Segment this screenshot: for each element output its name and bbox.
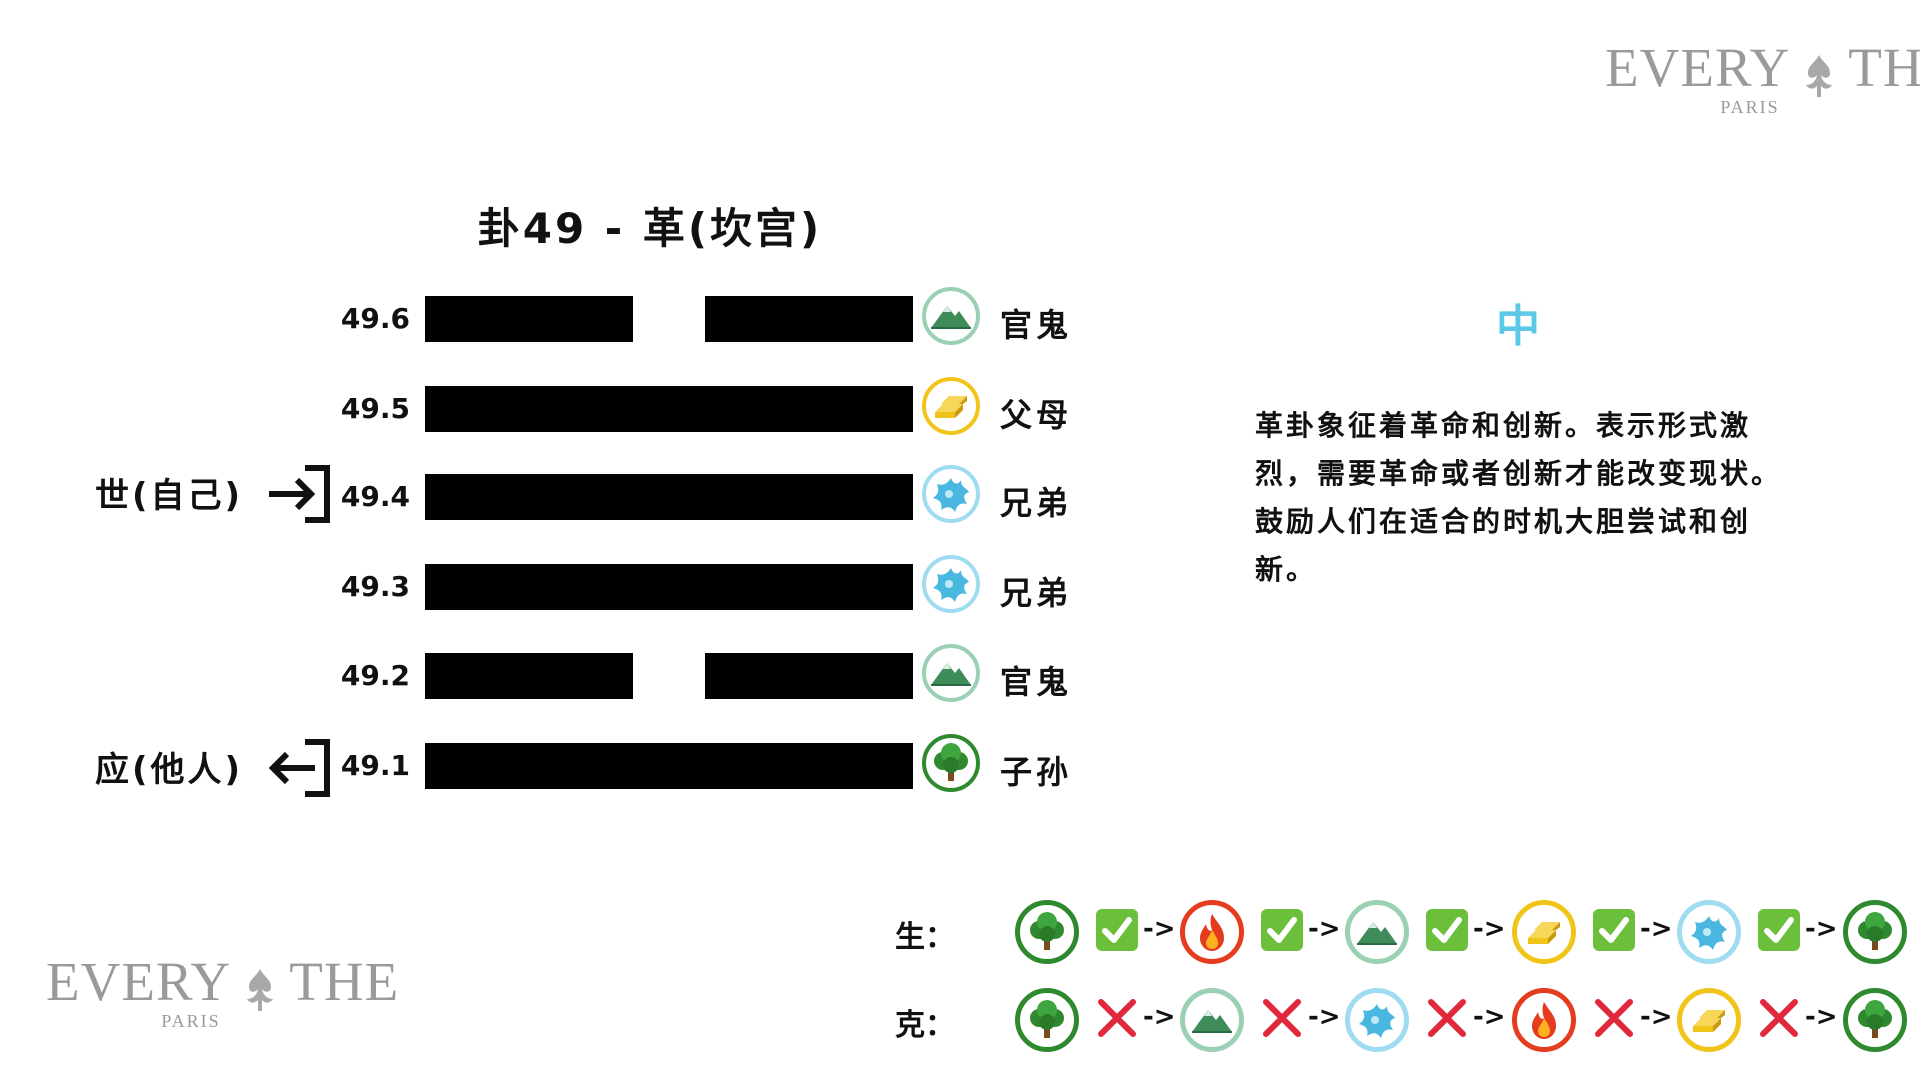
cycle-fire-icon bbox=[1512, 988, 1576, 1052]
cycle-fire-icon bbox=[1180, 900, 1244, 964]
line-relation: 官鬼 bbox=[1000, 663, 1073, 701]
cycle-wood-tree-icon bbox=[1843, 900, 1907, 964]
line-relation: 兄弟 bbox=[1000, 484, 1073, 522]
earth-mountain-icon bbox=[1345, 900, 1409, 964]
hexagram-line: 49.6 官鬼 bbox=[0, 287, 1920, 345]
ke-label: 克： bbox=[895, 1008, 955, 1043]
line-number: 49.4 bbox=[340, 480, 410, 513]
cycle-arrow: -> bbox=[1308, 1002, 1341, 1032]
line-number: 49.2 bbox=[340, 659, 410, 692]
wood-tree-icon bbox=[1843, 988, 1907, 1052]
cycle-wood-tree-icon bbox=[1015, 988, 1079, 1052]
check-mark-icon bbox=[1592, 908, 1636, 952]
check-mark-icon bbox=[1425, 908, 1469, 952]
water-splash-icon bbox=[922, 555, 980, 613]
water-splash-icon bbox=[1677, 900, 1741, 964]
logo-word-right: THE bbox=[1848, 37, 1920, 98]
fleur-emblem-icon bbox=[247, 968, 274, 1011]
line-relation: 兄弟 bbox=[1000, 574, 1073, 612]
water-splash-icon bbox=[922, 465, 980, 523]
hexagram-description: 革卦象征着革命和创新。表示形式激烈，需要革命或者创新才能改变现状。鼓励人们在适合… bbox=[1255, 409, 1783, 586]
cycle-metal-gold-icon bbox=[1677, 988, 1741, 1052]
earth-mountain-icon bbox=[1180, 988, 1244, 1052]
hexagram-line: 49.1 子孙 bbox=[0, 734, 1920, 792]
line-number: 49.6 bbox=[340, 302, 410, 335]
yang-line-bar bbox=[425, 474, 913, 520]
cycle-metal-gold-icon bbox=[1512, 900, 1576, 964]
cycle-arrow: -> bbox=[1473, 914, 1506, 944]
cross-mark-icon bbox=[1095, 996, 1139, 1040]
cross-mark-icon bbox=[1260, 996, 1304, 1040]
fortune-label: 中 bbox=[1496, 301, 1540, 352]
yang-line-bar bbox=[425, 386, 913, 432]
yang-line-bar bbox=[425, 743, 913, 789]
cycle-arrow: -> bbox=[1640, 914, 1673, 944]
earth-mountain-icon bbox=[922, 644, 980, 702]
earth-mountain-icon bbox=[922, 287, 980, 345]
cycle-earth-mountain-icon bbox=[1180, 988, 1244, 1052]
cycle-wood-tree-icon bbox=[1015, 900, 1079, 964]
yin-line-segment bbox=[705, 296, 913, 342]
cycle-arrow: -> bbox=[1143, 1002, 1176, 1032]
logo-sub: PARIS bbox=[161, 1011, 221, 1031]
brand-logo-bottom: EVERY THE PARIS bbox=[46, 950, 398, 1032]
ying-marker-label: 应(他人) bbox=[95, 750, 244, 790]
line-relation: 官鬼 bbox=[1000, 306, 1073, 344]
line-relation: 子孙 bbox=[1000, 753, 1073, 791]
line-number: 49.1 bbox=[340, 749, 410, 782]
cycle-wood-tree-icon bbox=[1843, 988, 1907, 1052]
wood-tree-icon bbox=[1015, 988, 1079, 1052]
yin-line-segment bbox=[425, 296, 633, 342]
enter-arrow-icon bbox=[269, 465, 330, 523]
cycle-arrow: -> bbox=[1308, 914, 1341, 944]
hexagram-line: 49.4 兄弟 bbox=[0, 465, 1920, 523]
cycle-arrow: -> bbox=[1473, 1002, 1506, 1032]
sheng-label: 生： bbox=[895, 920, 955, 955]
cycle-arrow: -> bbox=[1143, 914, 1176, 944]
hexagram-line: 49.3 兄弟 bbox=[0, 555, 1920, 613]
hexagram-line: 49.2 官鬼 bbox=[0, 644, 1920, 702]
check-mark-icon bbox=[1757, 908, 1801, 952]
cross-mark-icon bbox=[1592, 996, 1636, 1040]
logo-word-left: EVERY bbox=[1605, 37, 1791, 98]
shi-marker-label: 世(自己) bbox=[95, 476, 244, 516]
fire-icon bbox=[1180, 900, 1244, 964]
check-mark-icon bbox=[1260, 908, 1304, 952]
cycle-arrow: -> bbox=[1640, 1002, 1673, 1032]
line-number: 49.3 bbox=[340, 570, 410, 603]
cross-mark-icon bbox=[1757, 996, 1801, 1040]
cross-mark-icon bbox=[1425, 996, 1469, 1040]
exit-arrow-icon bbox=[268, 739, 330, 797]
yin-line-segment bbox=[425, 653, 633, 699]
line-number: 49.5 bbox=[340, 392, 410, 425]
cycle-water-splash-icon bbox=[1345, 988, 1409, 1052]
brand-logo-top: EVERY THE PARIS bbox=[1605, 36, 1920, 118]
check-mark-icon bbox=[1095, 908, 1139, 952]
logo-word-left: EVERY bbox=[46, 951, 232, 1012]
cycle-water-splash-icon bbox=[1677, 900, 1741, 964]
hexagram-line: 49.5 父母 bbox=[0, 377, 1920, 435]
cycle-arrow: -> bbox=[1805, 1002, 1838, 1032]
yang-line-bar bbox=[425, 564, 913, 610]
fleur-emblem-icon bbox=[1806, 54, 1833, 97]
yin-line-segment bbox=[705, 653, 913, 699]
water-splash-icon bbox=[1345, 988, 1409, 1052]
fire-icon bbox=[1512, 988, 1576, 1052]
hexagram-title: 卦49 - 革(坎宫) bbox=[477, 204, 823, 253]
metal-gold-icon bbox=[922, 377, 980, 435]
wood-tree-icon bbox=[922, 734, 980, 792]
metal-gold-icon bbox=[1677, 988, 1741, 1052]
logo-word-right: THE bbox=[289, 951, 400, 1012]
wood-tree-icon bbox=[1015, 900, 1079, 964]
cycle-earth-mountain-icon bbox=[1345, 900, 1409, 964]
line-relation: 父母 bbox=[1000, 396, 1073, 434]
metal-gold-icon bbox=[1512, 900, 1576, 964]
cycle-arrow: -> bbox=[1805, 914, 1838, 944]
wood-tree-icon bbox=[1843, 900, 1907, 964]
logo-sub: PARIS bbox=[1720, 97, 1780, 117]
